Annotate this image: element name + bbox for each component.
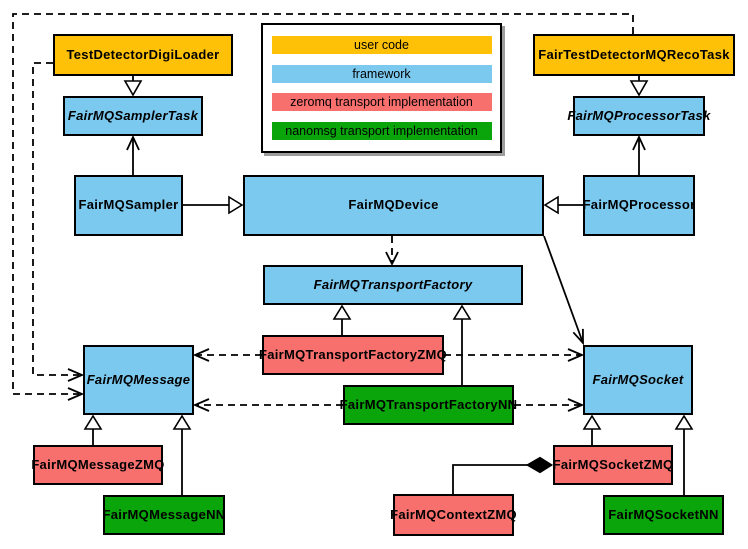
node-fairmqtransportfactorynn: FairMQTransportFactoryNN — [340, 385, 517, 425]
edge-fairmqtransportfactoryzmq-fairmqsocket — [444, 348, 585, 362]
edge-fairmqcontextzmq-fairmqsocketzmq-composition — [452, 456, 554, 494]
edge-fairmqmessagenn-fairmqmessage — [172, 414, 192, 495]
node-fairmqprocessor: FairMQProcessor — [583, 175, 695, 236]
edge-fairmqsocketzmq-fairmqsocket — [582, 414, 602, 445]
node-fairmqprocessortask: FairMQProcessorTask — [567, 96, 710, 136]
legend-item-nanomsg: nanomsg transport implementation — [271, 122, 492, 141]
edge-fairmqsocketnn-fairmqsocket — [674, 414, 694, 495]
edge-fairmqtransportfactoryzmq-fairmqmessage — [192, 348, 262, 362]
node-fairmqsamplertask: FairMQSamplerTask — [63, 96, 203, 136]
edge-testdetectordigiloader-fairmqsamplertask — [123, 76, 143, 97]
edge-testdetectordigiloader-fairmqmessage — [32, 62, 85, 382]
node-testdetectordigiloader: TestDetectorDigiLoader — [53, 34, 233, 76]
edge-fairmqtransportfactorynn-fairmqtransportfactory — [452, 304, 472, 385]
edge-fairmqsampler-fairmqdevice — [183, 195, 244, 215]
node-fairmqsocketzmq: FairMQSocketZMQ — [553, 445, 673, 485]
edge-fairtestdetectormqrecotask-fairmqmessage — [12, 13, 634, 401]
edge-fairmqsampler-fairmqsamplertask — [126, 134, 140, 175]
node-fairmqsampler: FairMQSampler — [74, 175, 183, 236]
node-fairmqmessage: FairMQMessage — [83, 345, 194, 415]
edge-fairmqdevice-fairmqsocket — [543, 235, 584, 346]
node-fairmqsocket: FairMQSocket — [583, 345, 693, 415]
legend-item-framework: framework — [271, 64, 492, 83]
edge-fairmqmessagezmq-fairmqmessage — [83, 414, 103, 445]
edge-fairtestdetectormqrecotask-fairmqprocessortask — [629, 76, 649, 97]
edge-fairmqtransportfactoryzmq-fairmqtransportfactory — [332, 304, 352, 335]
node-fairmqdevice: FairMQDevice — [243, 175, 544, 236]
edge-fairmqprocessor-fairmqdevice — [543, 195, 583, 215]
edge-fairmqdevice-fairmqtransportfactory — [385, 236, 399, 267]
node-fairmqtransportfactoryzmq: FairMQTransportFactoryZMQ — [259, 335, 447, 375]
legend-item-user-code: user code — [271, 35, 492, 54]
node-fairmqmessagenn: FairMQMessageNN — [103, 495, 225, 535]
edge-fairmqprocessor-fairmqprocessortask — [632, 134, 646, 175]
edge-fairmqtransportfactorynn-fairmqsocket — [514, 398, 585, 412]
legend-item-zeromq: zeromq transport implementation — [271, 93, 492, 112]
node-fairmqcontextzmq: FairMQContextZMQ — [390, 494, 517, 536]
node-fairmqmessagezmq: FairMQMessageZMQ — [31, 445, 164, 485]
legend: user code framework zeromq transport imple… — [261, 23, 502, 153]
node-fairmqtransportfactory: FairMQTransportFactory — [263, 265, 523, 305]
node-fairtestdetectormqrecotask: FairTestDetectorMQRecoTask — [533, 34, 735, 76]
edge-fairmqtransportfactorynn-fairmqmessage — [192, 398, 343, 412]
node-fairmqsocketnn: FairMQSocketNN — [603, 495, 724, 535]
